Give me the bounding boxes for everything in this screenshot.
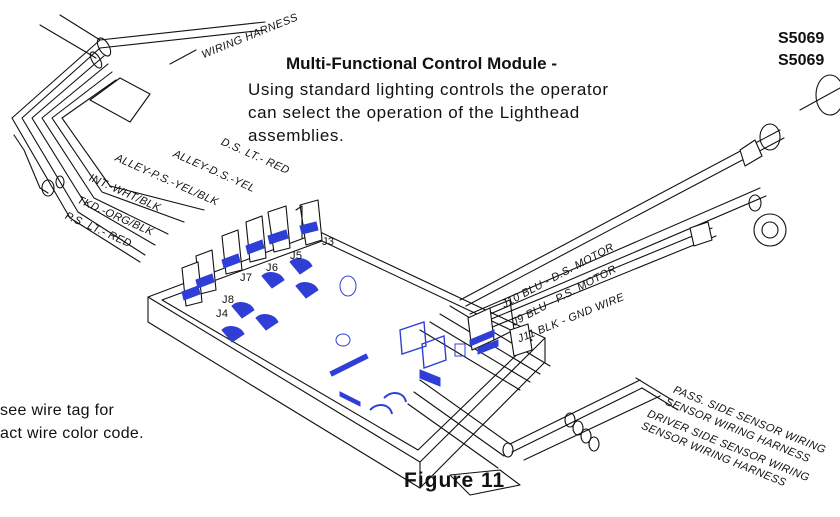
note-line-1: see wire tag for xyxy=(0,402,115,419)
description-line-2: can select the operation of the Lighthea… xyxy=(248,103,580,122)
left-terminals xyxy=(181,199,323,307)
connector-j3: J3 xyxy=(322,236,335,248)
note-line-2: act wire color code. xyxy=(0,425,144,442)
left-harness xyxy=(11,14,266,263)
figure-label: Figure 11 xyxy=(404,469,506,492)
connector-j6: J6 xyxy=(266,262,279,274)
part-number-1: S5069 xyxy=(778,30,825,47)
sensor-harness xyxy=(407,305,679,469)
part-number-2: S5069 xyxy=(778,52,825,69)
module-connectors xyxy=(467,299,533,357)
connector-j4: J4 xyxy=(216,308,229,320)
description-line-1: Using standard lighting controls the ope… xyxy=(248,80,609,99)
module-title: Multi-Functional Control Module - xyxy=(286,54,558,73)
board-components xyxy=(181,221,499,415)
connector-j8: J8 xyxy=(222,294,235,306)
connector-j5: J5 xyxy=(290,250,303,262)
description-line-3: assemblies. xyxy=(248,126,345,145)
right-wires xyxy=(459,74,840,329)
connector-j7: J7 xyxy=(240,272,253,284)
